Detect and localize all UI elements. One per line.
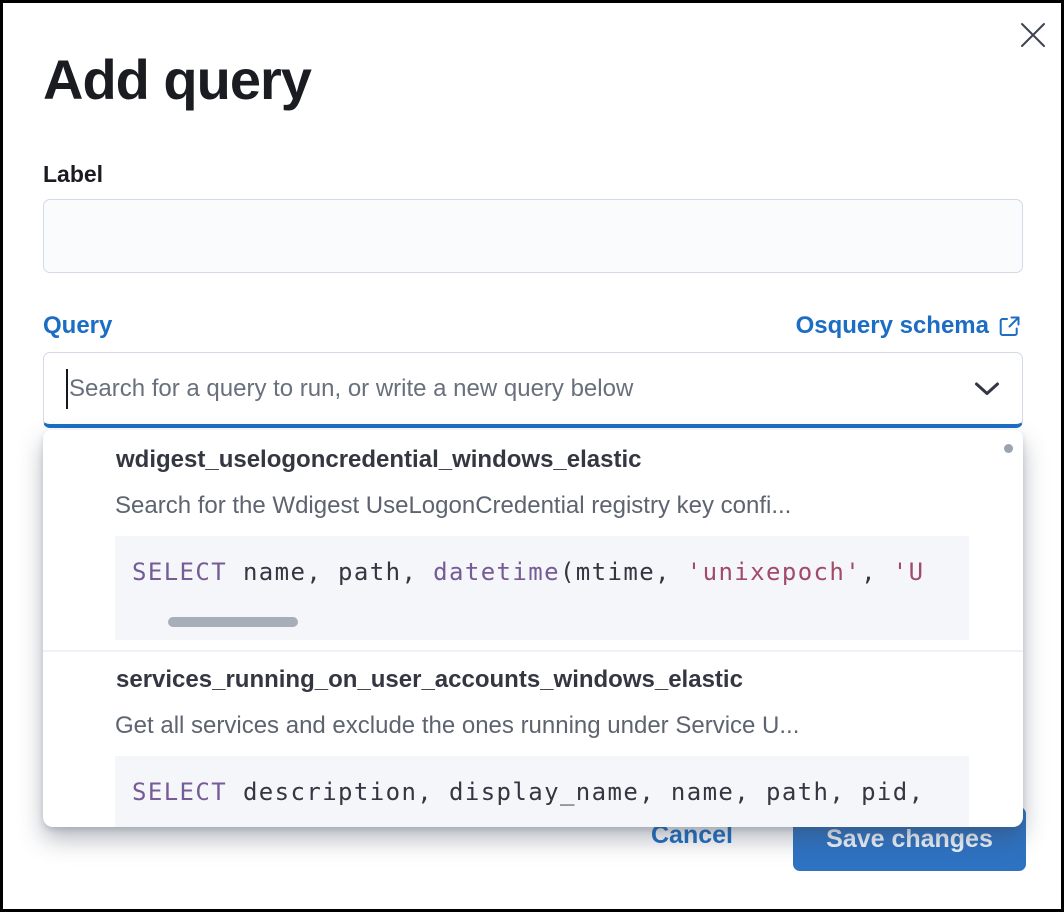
query-search-placeholder: Search for a query to run, or write a ne…: [69, 374, 634, 402]
external-link-icon: [998, 315, 1021, 338]
close-button[interactable]: [1015, 17, 1051, 53]
query-option-wdigest[interactable]: wdigest_uselogoncredential_windows_elast…: [43, 430, 1023, 650]
query-option-title: wdigest_uselogoncredential_windows_elast…: [116, 446, 642, 473]
sql-code-line: SELECT name, path, datetime(mtime, 'unix…: [132, 558, 925, 586]
query-option-description: Search for the Wdigest UseLogonCredentia…: [115, 492, 792, 519]
query-option-title: services_running_on_user_accounts_window…: [116, 666, 743, 693]
osquery-schema-link[interactable]: Osquery schema: [796, 312, 1021, 340]
vertical-scrollbar-thumb[interactable]: [1004, 444, 1013, 453]
query-option-services[interactable]: services_running_on_user_accounts_window…: [43, 652, 1023, 827]
close-icon: [1020, 22, 1046, 48]
label-field-label: Label: [43, 161, 104, 187]
text-cursor: [66, 368, 68, 409]
chevron-down-icon[interactable]: [974, 381, 1000, 397]
query-field-label: Query: [43, 312, 113, 339]
query-option-sql-preview: SELECT name, path, datetime(mtime, 'unix…: [115, 536, 969, 640]
option-divider: [43, 650, 1023, 652]
sql-code-line: SELECT description, display_name, name, …: [132, 778, 925, 806]
query-search-combobox[interactable]: Search for a query to run, or write a ne…: [43, 352, 1023, 428]
query-option-sql-preview: SELECT description, display_name, name, …: [115, 756, 969, 827]
osquery-schema-link-label: Osquery schema: [795, 312, 989, 339]
modal-title: Add query: [43, 48, 312, 111]
query-option-description: Get all services and exclude the ones ru…: [115, 712, 800, 739]
horizontal-scrollbar-thumb[interactable]: [168, 617, 298, 627]
query-options-dropdown: wdigest_uselogoncredential_windows_elast…: [43, 430, 1023, 827]
label-input[interactable]: [43, 199, 1023, 273]
